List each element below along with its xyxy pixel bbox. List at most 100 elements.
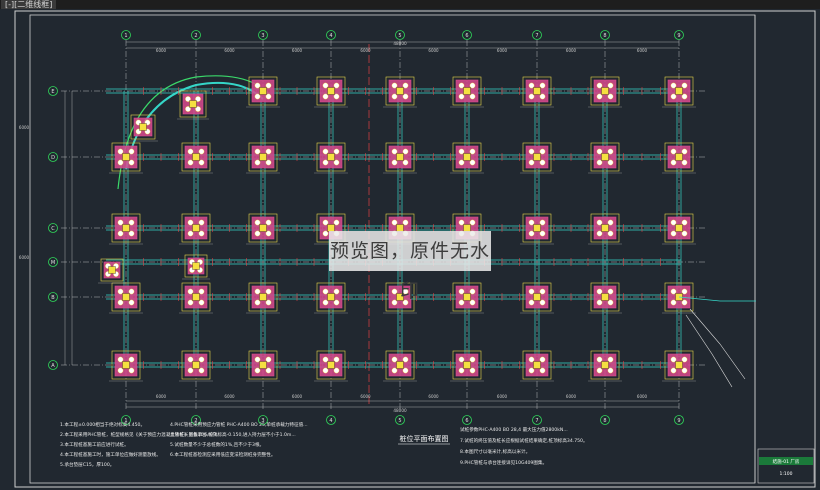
sheet-border <box>14 10 816 488</box>
pile <box>117 159 124 166</box>
title-block-scale: 1:100 <box>780 471 793 477</box>
axis-label-x: 5 <box>398 33 401 39</box>
pile <box>254 367 261 374</box>
viewport-label-tab[interactable]: [-][二维线框] <box>1 0 57 9</box>
title-block <box>757 448 815 484</box>
axis-label-y: D <box>51 155 55 161</box>
pile <box>670 148 677 155</box>
axis-bubble <box>532 30 542 40</box>
pile <box>391 356 398 363</box>
pile-cap-outline <box>181 142 211 172</box>
pile <box>469 367 476 374</box>
pile <box>458 159 465 166</box>
pile <box>333 288 340 295</box>
pile <box>539 356 546 363</box>
pile <box>458 148 465 155</box>
pile <box>322 148 329 155</box>
column <box>122 224 130 232</box>
pile <box>670 93 677 100</box>
bay-dimension-bottom: 6000 <box>566 394 577 399</box>
note-col3-line: 9.PHC管桩与承台连接详见10G409图集。 <box>460 459 547 466</box>
pile-cap <box>179 350 213 382</box>
pile <box>402 159 409 166</box>
pile <box>265 219 272 226</box>
pile <box>596 367 603 374</box>
pile-cap <box>314 282 348 314</box>
pile <box>333 93 340 100</box>
bay-dimension-top: 6000 <box>156 48 167 53</box>
pile-cap-outline <box>130 114 156 140</box>
column <box>192 153 200 161</box>
axis-bubble <box>326 30 336 40</box>
pile <box>322 93 329 100</box>
pile-cap <box>246 213 280 245</box>
annex-slope-line <box>685 314 733 388</box>
pile <box>539 230 546 237</box>
watermark: 预览图，原件无水印 <box>329 231 491 302</box>
pile <box>402 288 409 295</box>
annex-beam <box>678 296 756 302</box>
column <box>533 87 541 95</box>
bay-dimension-bottom: 6000 <box>497 394 508 399</box>
column <box>259 87 267 95</box>
note-col1-line: 5.承台垫层C15，厚100。 <box>60 461 114 468</box>
column <box>601 293 609 301</box>
pile <box>469 82 476 89</box>
pile <box>117 148 124 155</box>
pile-cap <box>246 282 280 314</box>
pile-cap-outline <box>385 282 415 312</box>
pile-cap-outline <box>664 76 694 106</box>
pile <box>333 82 340 89</box>
pile <box>128 299 135 306</box>
pile <box>681 82 688 89</box>
axis-bubble <box>600 30 610 40</box>
pile-cap-outline <box>522 213 552 243</box>
pile <box>391 367 398 374</box>
note-col2-line: 4.PHC管桩采用预应力管桩 PHC-A400 BO 25,单桩承载力特征值..… <box>170 421 308 428</box>
pile-cap-outline <box>590 350 620 380</box>
pile <box>391 159 398 166</box>
pile <box>254 356 261 363</box>
axis-label-x: 6 <box>465 33 468 39</box>
bay-dimension-top: 6000 <box>428 48 439 53</box>
column <box>189 100 197 108</box>
pile <box>333 219 340 226</box>
pile <box>265 356 272 363</box>
pile <box>670 82 677 89</box>
pile-cap <box>177 90 209 120</box>
bay-dimension-top: 6000 <box>566 48 577 53</box>
pile <box>539 299 546 306</box>
pile <box>458 219 465 226</box>
column <box>396 293 404 301</box>
pile <box>254 299 261 306</box>
axis-bubble <box>532 415 542 425</box>
axis-label-x: 9 <box>677 33 680 39</box>
pile-cap <box>662 213 696 245</box>
pile-cap <box>179 142 213 174</box>
pile-cap-outline <box>316 282 346 312</box>
pile <box>187 288 194 295</box>
pile-cap <box>520 350 554 382</box>
pile <box>187 219 194 226</box>
column <box>601 224 609 232</box>
pile-cap-outline <box>522 350 552 380</box>
pile <box>670 230 677 237</box>
pile <box>117 230 124 237</box>
pile-cap-outline <box>316 142 346 172</box>
pile <box>265 93 272 100</box>
column <box>463 293 471 301</box>
bay-dimension-top: 6000 <box>224 48 235 53</box>
bay-dimension-bottom: 6000 <box>224 394 235 399</box>
pile <box>265 367 272 374</box>
pile-cap <box>450 76 484 108</box>
pile <box>402 93 409 100</box>
pile <box>681 219 688 226</box>
pile-cap-outline <box>452 142 482 172</box>
pile <box>322 288 329 295</box>
pile-cap <box>520 76 554 108</box>
column <box>533 224 541 232</box>
axis-bubble <box>462 415 472 425</box>
pile <box>469 148 476 155</box>
pile-cap-outline <box>664 350 694 380</box>
